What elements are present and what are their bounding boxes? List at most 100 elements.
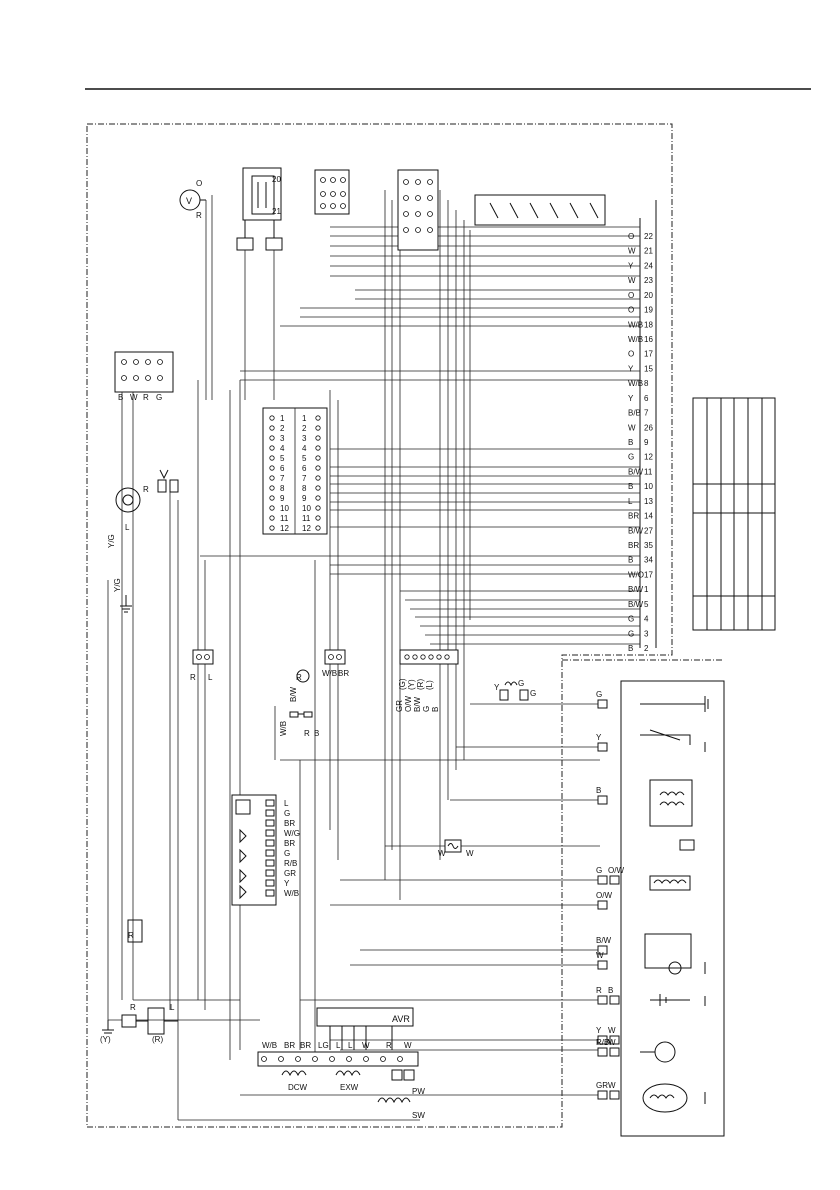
switch-pin-label: 3 (280, 434, 285, 443)
mid-connector[interactable] (399, 649, 459, 665)
voltmeter-wire-1: R (196, 211, 202, 220)
rect-wire-6: R/B (284, 859, 297, 868)
regulator-pin (278, 1056, 284, 1062)
rect-wire-0: L (284, 799, 289, 808)
plug-label-2: L (125, 523, 130, 532)
stator-connection[interactable] (121, 1007, 178, 1035)
switch-pin-label: 7 (280, 474, 285, 483)
component-connector (609, 995, 620, 1005)
right-wire-label: BR (628, 512, 639, 521)
rectifier-pin (265, 859, 275, 867)
component-wire-label: R (596, 986, 602, 995)
right-wire-number: 23 (644, 276, 653, 285)
reg-wire-6: W (362, 1041, 370, 1050)
mid-code-3: (L) (425, 680, 434, 690)
switch-bank[interactable] (474, 194, 606, 226)
switch-pin-label: 12 (280, 524, 289, 533)
component-panel-frame (620, 680, 725, 1137)
switch-pin-label: 5 (302, 454, 307, 463)
glow-plug-relay[interactable] (649, 779, 695, 851)
connector-block-a[interactable] (314, 169, 350, 215)
switch-pin (269, 515, 275, 521)
vconn-wire-0: R (190, 673, 196, 682)
regulator-pin (329, 1056, 335, 1062)
lamp[interactable] (640, 1041, 676, 1063)
starter-motor[interactable] (644, 933, 706, 975)
regulator-pin (312, 1056, 318, 1062)
switch-pin (269, 505, 275, 511)
component-wire-label: Y (596, 733, 602, 742)
battery[interactable] (650, 994, 706, 1006)
component-connector (597, 699, 608, 709)
avr-regulator[interactable] (316, 1007, 414, 1050)
connector-block-b[interactable] (397, 169, 439, 251)
switch-pin-label: 8 (280, 484, 285, 493)
right-wire-number: 19 (644, 306, 653, 315)
switch-pin-label: 4 (302, 444, 307, 453)
component-wire-label: W (596, 951, 604, 960)
stator-label-4: R (128, 931, 134, 940)
switch-pin-label: 11 (302, 514, 311, 523)
oil-pressure-switch[interactable] (640, 696, 709, 712)
mid-wire-2: B/W (413, 696, 422, 712)
thermo-switch[interactable] (640, 729, 706, 752)
switch-pin (269, 525, 275, 531)
mid-code-0: (G) (398, 678, 407, 690)
top-coil-wire-1: G (518, 679, 524, 688)
switch-pin-label: 3 (302, 434, 307, 443)
avr-label: AVR (392, 1014, 410, 1024)
right-wire-number: 17 (644, 350, 653, 359)
switch-pin (315, 475, 321, 481)
stop-solenoid[interactable] (642, 1083, 706, 1113)
mid-code-1: (Y) (407, 679, 416, 690)
switch-pin-label: 2 (280, 424, 285, 433)
right-wire-number: 8 (644, 379, 649, 388)
socket-plugs[interactable] (157, 469, 179, 493)
regulator-pin (295, 1056, 301, 1062)
right-wire-label: O (628, 306, 634, 315)
regulator-connector[interactable] (257, 1051, 419, 1067)
switch-pin (269, 485, 275, 491)
relay[interactable] (242, 167, 282, 221)
right-wire-number: 14 (644, 512, 653, 521)
switch-pin-label: 5 (280, 454, 285, 463)
switch-pin (269, 455, 275, 461)
fuse-wire-0: W (438, 849, 446, 858)
component-wire-label: B/W (596, 936, 612, 945)
top-coil (499, 681, 529, 701)
rect-wire-4: BR (284, 839, 295, 848)
battery-connector[interactable] (114, 351, 174, 393)
small-wire-1: B/W (289, 686, 298, 702)
right-wire-label: B/W (628, 600, 644, 609)
rectifier-pin (265, 799, 275, 807)
reg-wire-3: LG (318, 1041, 329, 1050)
relay-pins[interactable] (236, 220, 283, 400)
coil-sw: SW (412, 1111, 425, 1120)
right-wire-number: 3 (644, 629, 649, 638)
legend-table (692, 397, 776, 631)
vertical-connector-left[interactable] (192, 649, 214, 665)
solenoid[interactable] (649, 875, 691, 891)
reg-wire-4: L (336, 1041, 341, 1050)
mid-wire-4: B (431, 707, 440, 712)
right-wire-label: G (628, 629, 634, 638)
component-connector (597, 742, 608, 752)
rectifier-pin (265, 809, 275, 817)
small-wire-4: R (296, 673, 302, 682)
main-frame (86, 123, 673, 1128)
right-wire-number: 16 (644, 335, 653, 344)
fuse[interactable] (444, 839, 462, 853)
rectifier-labels: L G BR W/G BR G R/B GR Y W/B (284, 799, 300, 898)
rectifier-pins (265, 799, 275, 897)
right-wire-number: 17 (644, 570, 653, 579)
right-wire-number: 9 (644, 438, 649, 447)
key-socket[interactable] (115, 487, 141, 513)
component-wire-label: Y (596, 1026, 602, 1035)
rect-wire-3: W/G (284, 829, 300, 838)
switch-pin (315, 485, 321, 491)
junction-connector[interactable] (324, 649, 346, 665)
right-wire-label: B/W (628, 585, 644, 594)
component-wire-label: B (608, 986, 613, 995)
